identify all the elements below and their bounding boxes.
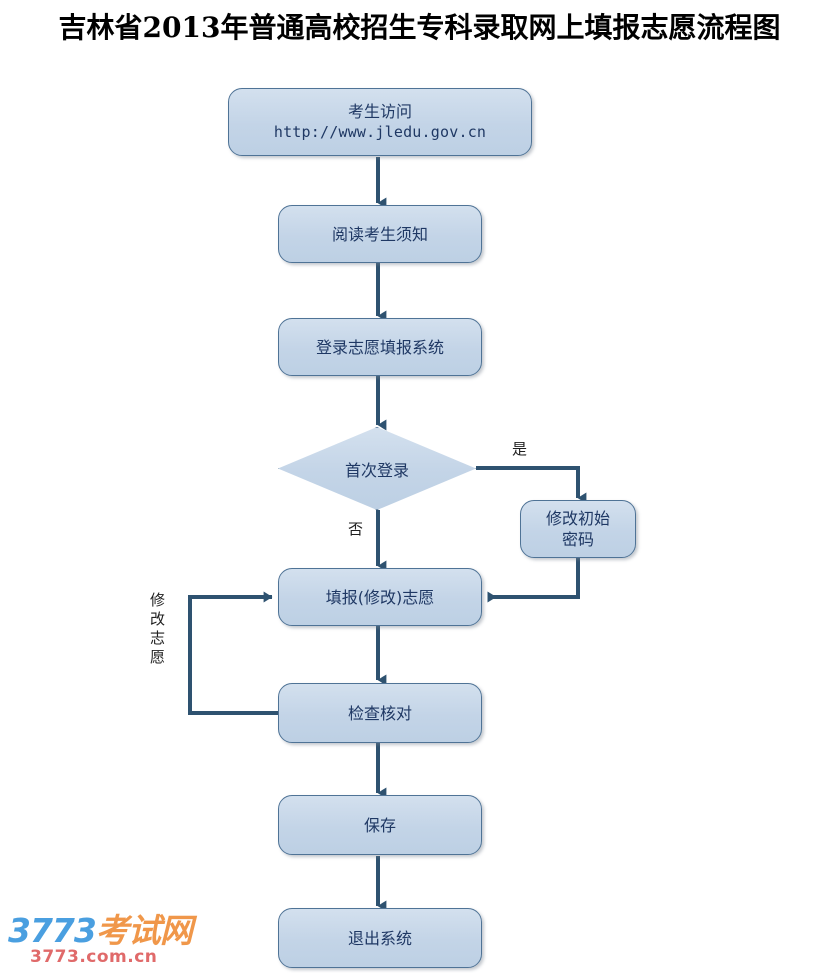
node-visit-site[interactable]: 考生访问 http://www.jledu.gov.cn [228,88,532,156]
node-read-notice-label: 阅读考生须知 [331,224,428,244]
node-fill-wish[interactable]: 填报(修改)志愿 [278,568,482,626]
node-login-system[interactable]: 登录志愿填报系统 [278,318,482,376]
node-visit-site-url: http://www.jledu.gov.cn [273,123,487,141]
connector-check-to-fill-loop [188,591,278,715]
node-check-verify-label: 检查核对 [347,703,412,723]
watermark: 3773考试网 3773.com.cn [8,911,193,967]
page-title: 吉林省2013年普通高校招生专科录取网上填报志愿流程图 [58,11,781,44]
connector-decision-yes-to-password [476,466,587,504]
node-login-system-label: 登录志愿填报系统 [315,337,444,357]
node-first-login-decision[interactable]: 首次登录 [278,427,476,510]
edge-label-yes: 是 [512,440,528,458]
watermark-brand: 3773考试网 [8,911,193,950]
node-first-login-label: 首次登录 [344,460,409,480]
edge-label-modify-wish: 修改志愿 [148,592,166,668]
watermark-brand-cn: 考试网 [95,911,193,950]
node-visit-site-line1: 考生访问 [347,102,412,121]
node-read-notice[interactable]: 阅读考生须知 [278,205,482,263]
node-fill-wish-label: 填报(修改)志愿 [325,587,435,607]
node-save[interactable]: 保存 [278,795,482,855]
connector-password-to-fill [487,558,580,603]
watermark-domain: 3773.com.cn [30,947,158,967]
watermark-brand-number: 3773 [8,911,97,950]
node-exit-system[interactable]: 退出系统 [278,908,482,968]
node-check-verify[interactable]: 检查核对 [278,683,482,743]
node-change-password[interactable]: 修改初始 密码 [520,500,636,558]
node-change-password-line2: 密码 [561,530,594,549]
node-exit-system-label: 退出系统 [347,928,412,948]
node-save-label: 保存 [363,815,396,835]
edge-label-no: 否 [348,520,364,538]
node-change-password-line1: 修改初始 [545,509,610,528]
